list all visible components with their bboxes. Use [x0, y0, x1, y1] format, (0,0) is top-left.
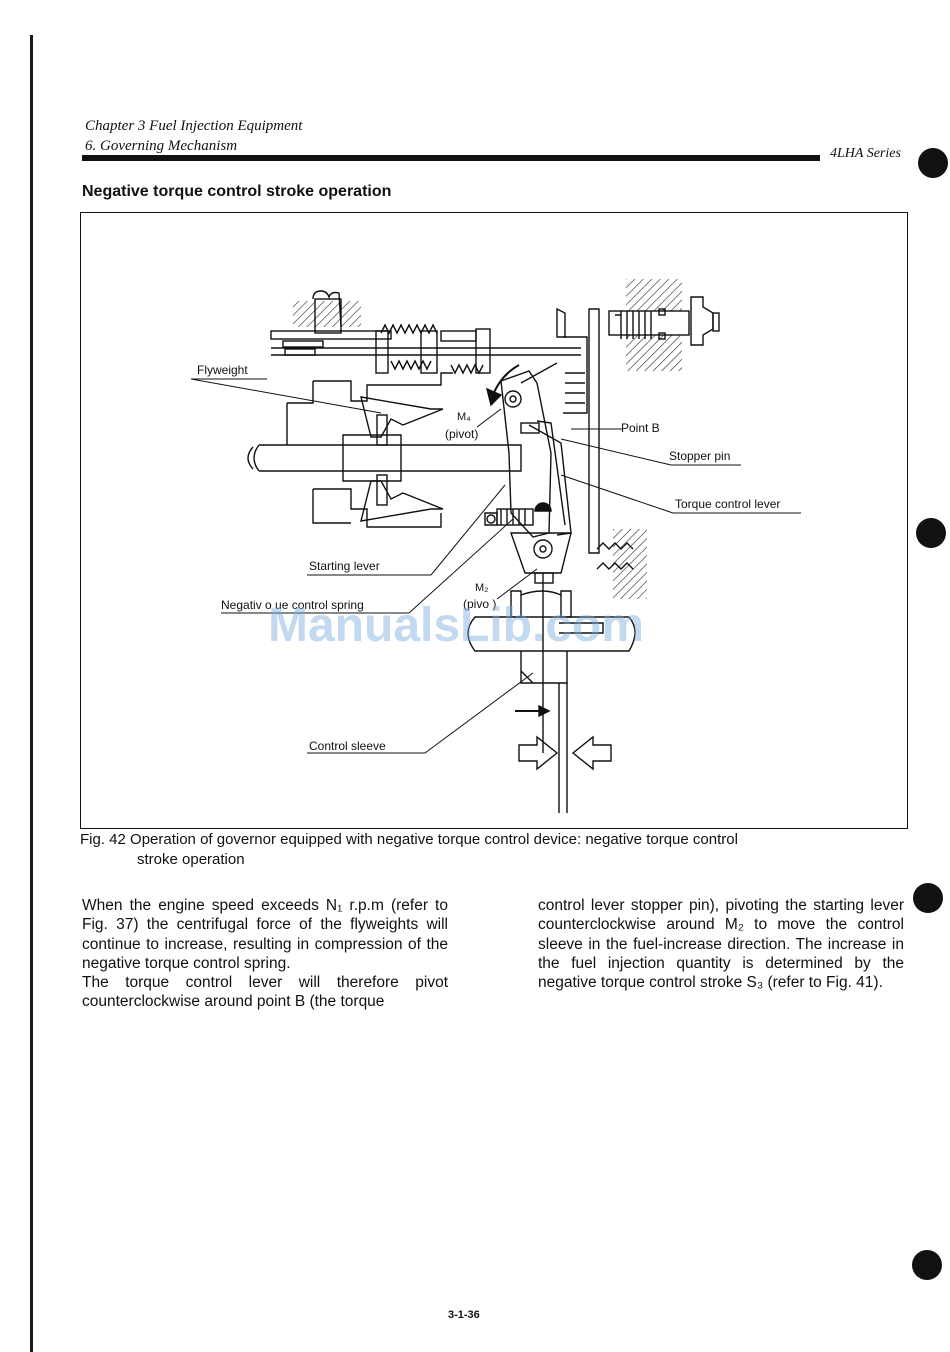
binder-hole-mark: [912, 1250, 942, 1280]
binder-hole-mark: [918, 148, 948, 178]
label-m4: M₄: [457, 411, 471, 423]
label-m2: M₂: [475, 582, 489, 594]
paragraph: control lever stopper pin), pivoting the…: [538, 897, 904, 992]
label-point-b: Point B: [621, 421, 660, 435]
figure-frame: Flyweight M₄ (pivot) Point B Stopper pin…: [80, 212, 908, 829]
governor-diagram: [190, 279, 801, 813]
label-negative-torque-control-spring: Negativ o ue control spring: [221, 598, 364, 612]
binder-hole-mark: [916, 518, 946, 548]
label-m2-pivot: (pivo ): [463, 597, 497, 611]
header-chapter: Chapter 3 Fuel Injection Equipment: [85, 118, 303, 134]
watermark: ManualsLib.com: [268, 599, 645, 652]
body-column-left: When the engine speed exceeds N₁ r.p.m (…: [82, 896, 448, 1012]
binder-hole-mark: [913, 883, 943, 913]
label-flyweight: Flyweight: [197, 363, 248, 377]
paragraph: When the engine speed exceeds N₁ r.p.m (…: [82, 897, 448, 972]
label-m4-pivot: (pivot): [445, 427, 479, 441]
header-rule: [82, 155, 820, 161]
binding-line: [30, 35, 33, 1352]
page-number: 3-1-36: [448, 1309, 480, 1321]
label-stopper-pin: Stopper pin: [669, 449, 731, 463]
header-section: 6. Governing Mechanism: [85, 138, 238, 154]
figure-caption-continued: stroke operation: [137, 851, 245, 868]
section-heading: Negative torque control stroke operation: [82, 183, 392, 200]
header-series: 4LHA Series: [830, 146, 901, 161]
body-column-right: control lever stopper pin), pivoting the…: [538, 896, 904, 992]
label-starting-lever: Starting lever: [309, 559, 380, 573]
label-torque-control-lever: Torque control lever: [675, 497, 781, 511]
paragraph: The torque control lever will therefore …: [82, 974, 448, 1011]
label-control-sleeve: Control sleeve: [309, 739, 386, 753]
figure-caption: Fig. 42 Operation of governor equipped w…: [80, 831, 738, 848]
